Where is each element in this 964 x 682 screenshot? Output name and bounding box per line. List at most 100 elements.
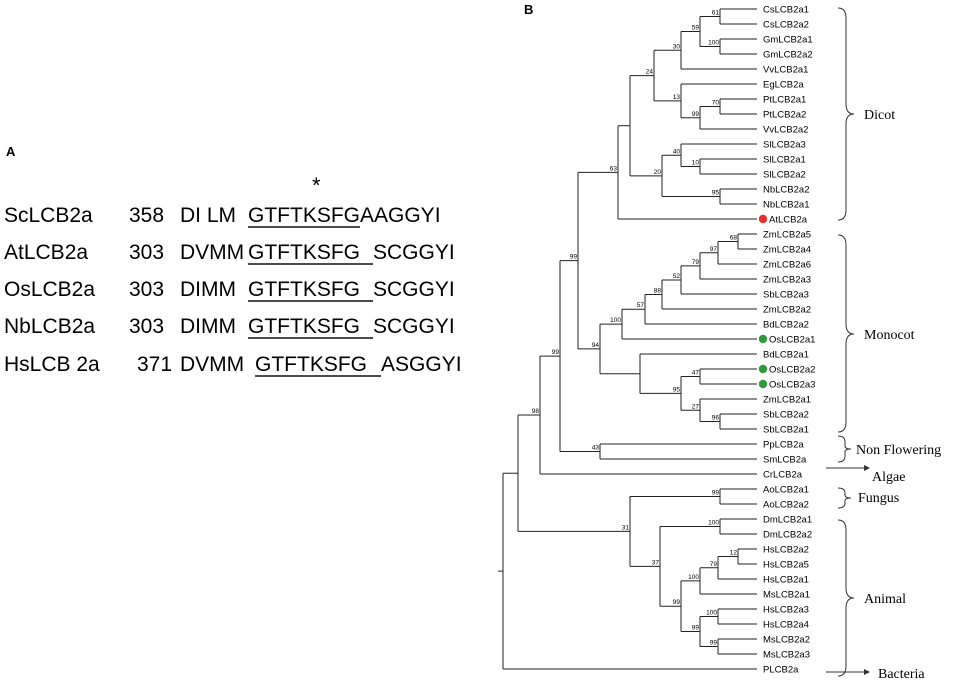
leaf-label: SlLCB2a1	[763, 155, 806, 166]
leaf-label: GmLCB2a2	[763, 50, 813, 61]
panel-b-label: B	[524, 2, 533, 17]
group-label-algae: Algae	[872, 470, 905, 485]
group-label-non-flowering: Non Flowering	[856, 443, 941, 458]
bootstrap-value: 59	[692, 25, 700, 32]
sequence-position: 303	[129, 278, 164, 301]
leaf-label: OsLCB2a2	[769, 365, 815, 376]
bootstrap-value: 37	[652, 559, 660, 566]
bootstrap-value: 97	[710, 246, 718, 253]
bootstrap-value: 99	[710, 640, 718, 647]
leaf-label: CsLCB2a1	[763, 5, 809, 16]
dicot-brace	[837, 7, 855, 221]
sequence-motif: GTFTKSFG	[255, 353, 367, 376]
sequence-prefix: DIMM	[180, 278, 236, 301]
bootstrap-value: 13	[673, 94, 681, 101]
leaf-label: NbLCB2a2	[763, 185, 809, 196]
leaf-label: PtLCB2a2	[763, 110, 806, 121]
leaf-label: ZmLCB2a3	[763, 275, 811, 286]
leaf-label: BdLCB2a1	[763, 350, 809, 361]
leaf-label: PtLCB2a1	[763, 95, 806, 106]
bootstrap-value: 99	[692, 111, 700, 118]
sequence-motif: GTFTKSFG	[248, 241, 360, 264]
sequence-suffix: SCGGYI	[373, 315, 455, 338]
sequence-name: HsLCB 2a	[4, 353, 100, 376]
bootstrap-value: 99	[712, 490, 720, 497]
leaf-label: MsLCB2a3	[763, 650, 810, 661]
sequence-prefix: DIMM	[180, 315, 236, 338]
bootstrap-value: 96	[712, 415, 720, 422]
leaf-label: HsLCB2a5	[763, 560, 809, 571]
bootstrap-value: 10	[692, 160, 700, 167]
leaf-label: PLCB2a	[763, 665, 799, 676]
leaf-label: VvLCB2a1	[763, 65, 808, 76]
leaf-label: HsLCB2a3	[763, 605, 809, 616]
leaf-label: SlLCB2a3	[763, 140, 806, 151]
algae-arrow-head	[864, 465, 870, 471]
bootstrap-value: 95	[673, 386, 681, 393]
animal-brace	[837, 519, 855, 677]
panel-b: B CsLCB2a1CsLCB2a2GmLCB2a1GmLCB2a2VvLCB2…	[498, 2, 941, 682]
leaf-label: CsLCB2a2	[763, 20, 809, 31]
sequence-motif: GTFTKSFG	[248, 278, 360, 301]
sequence-prefix: DI LM	[180, 204, 236, 227]
leaf-label: SbLCB2a1	[763, 425, 809, 436]
sequence-prefix: DVMM	[180, 353, 244, 376]
bootstrap-value: 99	[552, 349, 560, 356]
group-label-monocot: Monocot	[864, 328, 915, 343]
bootstrap-value: 68	[730, 235, 738, 242]
leaf-label: SmLCB2a	[763, 455, 807, 466]
group-label-animal: Animal	[864, 592, 906, 607]
bootstrap-value: 24	[646, 69, 654, 76]
alignment-row: NbLCB2a 303 DIMM GTFTKSFG SCGGYI	[4, 315, 455, 339]
leaf-label: ZmLCB2a1	[763, 395, 811, 406]
group-label-fungus: Fungus	[858, 491, 899, 506]
arabidopsis-marker-dot	[758, 214, 768, 224]
bootstrap-value: 99	[673, 599, 681, 606]
sequence-suffix: SCGGYI	[373, 278, 455, 301]
fungus-brace	[837, 487, 852, 509]
sequence-suffix: SCGGYI	[373, 241, 455, 264]
leaf-label: AtLCB2a	[769, 215, 808, 226]
bootstrap-value: 27	[692, 403, 700, 410]
alignment-row: HsLCB 2a 371 DVMM GTFTKSFG ASGGYI	[4, 353, 462, 377]
bootstrap-value: 100	[708, 40, 719, 47]
bootstrap-value: 43	[592, 445, 600, 452]
sequence-position: 371	[137, 353, 172, 376]
rice-marker-dot	[758, 379, 768, 389]
leaf-label: OsLCB2a3	[769, 380, 815, 391]
group-label-bacteria: Bacteria	[878, 667, 925, 682]
bootstrap-value: 63	[610, 165, 618, 172]
alignment-row: AtLCB2a 303 DVMM GTFTKSFG SCGGYI	[4, 241, 455, 265]
bootstrap-value: 31	[622, 524, 630, 531]
leaf-label: ZmLCB2a4	[763, 245, 811, 256]
bootstrap-value: 79	[692, 259, 700, 266]
leaf-label: MsLCB2a1	[763, 590, 810, 601]
bacteria-arrow-head	[864, 669, 870, 675]
leaf-label: AoLCB2a2	[763, 500, 809, 511]
tree-branches	[498, 8, 757, 670]
bootstrap-value: 20	[654, 169, 662, 176]
leaf-label: SbLCB2a2	[763, 410, 809, 421]
leaf-label: VvLCB2a2	[763, 125, 808, 136]
leaf-label: NbLCB2a1	[763, 200, 809, 211]
bootstrap-value: 100	[688, 574, 699, 581]
leaf-label: CrLCB2a	[763, 470, 803, 481]
sequence-prefix: DVMM	[180, 241, 244, 264]
bootstrap-value: 12	[730, 550, 738, 557]
sequence-position: 303	[129, 241, 164, 264]
leaf-label: ZmLCB2a6	[763, 260, 811, 271]
sequence-motif: GTFTKSFG	[248, 204, 360, 227]
leaf-label: HsLCB2a4	[763, 620, 809, 631]
leaf-label: MsLCB2a2	[763, 635, 810, 646]
leaf-label: SbLCB2a3	[763, 290, 809, 301]
leaf-label: SlLCB2a2	[763, 170, 806, 181]
leaf-label: OsLCB2a1	[769, 335, 815, 346]
bootstrap-value: 99	[570, 254, 578, 261]
leaf-label: ZmLCB2a5	[763, 230, 811, 241]
sequence-name: NbLCB2a	[4, 315, 95, 338]
bootstrap-value: 94	[592, 342, 600, 349]
bootstrap-value: 70	[712, 100, 720, 107]
bootstrap-value: 52	[673, 273, 681, 280]
sequence-position: 303	[129, 315, 164, 338]
leaf-label: BdLCB2a2	[763, 320, 809, 331]
